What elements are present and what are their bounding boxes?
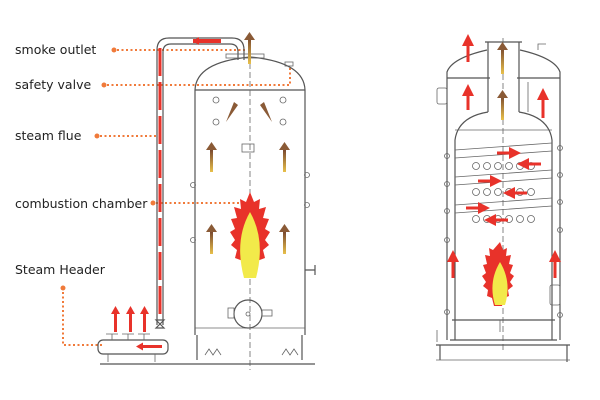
label-steam-header: Steam Header [15, 262, 106, 277]
label-safety-valve: safety valve [15, 77, 91, 92]
label-steam-flue: steam flue [15, 128, 82, 143]
flue-gas-arrows [497, 42, 508, 120]
flow-arrows-red [447, 34, 561, 278]
steam-out-arrows [111, 306, 149, 332]
label-combustion-chamber: combustion chamber [15, 196, 148, 211]
label-smoke-outlet: smoke outlet [15, 42, 96, 57]
hot-gas-arrows [206, 32, 290, 254]
vertical-boiler-left [97, 32, 316, 370]
flame-icon [230, 192, 270, 278]
flame-icon [482, 242, 514, 306]
leader-lines [60, 47, 291, 346]
steam-header [97, 319, 169, 362]
vertical-boiler-section-right [436, 34, 570, 362]
